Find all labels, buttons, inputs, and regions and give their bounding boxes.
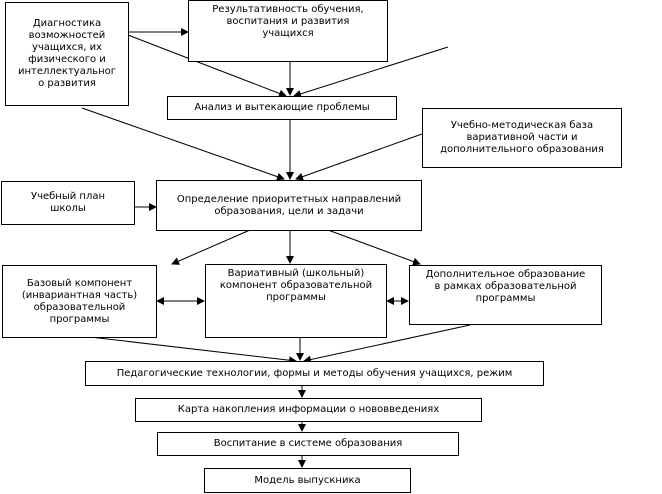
technologies-box: Педагогические технологии, формы и метод… bbox=[85, 361, 544, 386]
arrow-methodical-to-priorities bbox=[295, 133, 423, 181]
upbringing-box: Воспитание в системе образования bbox=[157, 432, 459, 456]
innovation-card-box: Карта накопления информации о нововведен… bbox=[135, 398, 482, 422]
arrow-priorities-to-additional bbox=[327, 229, 421, 266]
priorities-box: Определение приоритетных направлений обр… bbox=[156, 180, 422, 231]
arrow-right-to-analysis bbox=[293, 46, 449, 98]
variative-component-box: Вариативный (школьный) компонент образов… bbox=[205, 264, 387, 338]
diagnostics-box: Диагностика возможностей учащихся, их фи… bbox=[5, 2, 129, 106]
basic-component-box: Базовый компонент (инвариантная часть) о… bbox=[2, 265, 157, 338]
arrow-additional-to-technologies bbox=[303, 324, 471, 364]
arrow-diagnostics-to-analysis bbox=[127, 34, 287, 98]
results-box: Результативность обучения, воспитания и … bbox=[188, 0, 388, 62]
methodical-base-box: Учебно-методическая база вариативной час… bbox=[422, 108, 622, 168]
graduate-model-box: Модель выпускника bbox=[204, 468, 411, 493]
additional-education-box: Дополнительное образование в рамках обра… bbox=[409, 265, 602, 325]
analysis-box: Анализ и вытекающие проблемы bbox=[167, 96, 397, 120]
arrow-priorities-to-basic bbox=[171, 229, 251, 265]
curriculum-box: Учебный план школы bbox=[1, 181, 135, 225]
arrow-basic-to-technologies bbox=[89, 336, 297, 365]
arrow-left-to-priorities bbox=[81, 107, 285, 181]
